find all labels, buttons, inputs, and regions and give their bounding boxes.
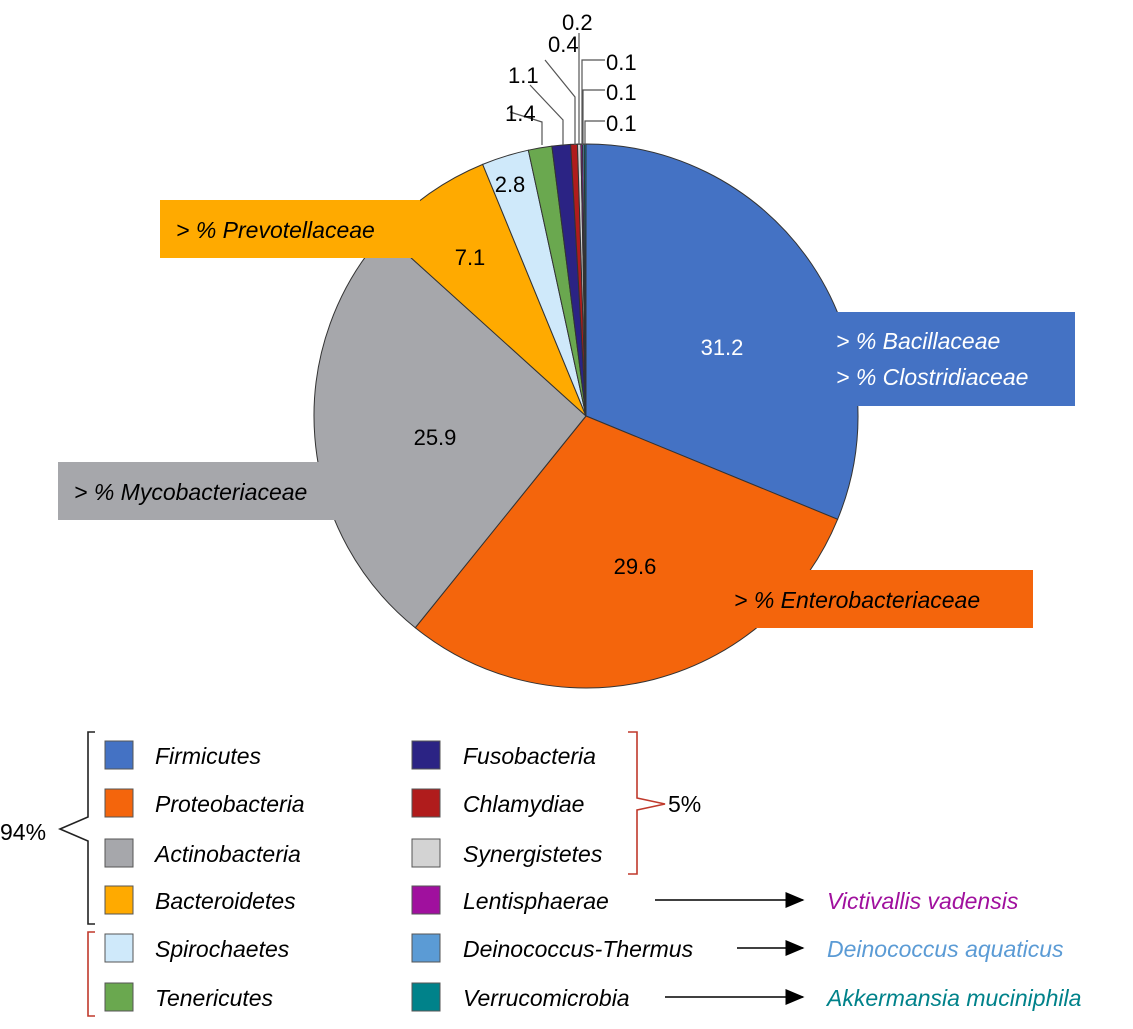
species-label: Akkermansia muciniphila: [825, 985, 1081, 1011]
legend-swatch: [411, 982, 441, 1012]
legend-swatch: [104, 838, 134, 868]
callout-text: > % Bacillaceae: [836, 328, 1000, 354]
data-label: 2.8: [495, 172, 526, 197]
leader-line: [509, 111, 543, 145]
leader-line: [581, 59, 605, 145]
group-label: 5%: [668, 791, 701, 817]
callout-box: [58, 462, 362, 520]
callout-text: > % Prevotellaceae: [176, 217, 375, 243]
data-label: 0.4: [548, 32, 579, 57]
legend-label: Synergistetes: [463, 841, 603, 867]
legend-label: Verrucomicrobia: [463, 985, 630, 1011]
callout-box: [718, 570, 1033, 628]
data-label: 0.1: [606, 80, 637, 105]
data-label: 1.1: [508, 63, 539, 88]
callout-text: > % Mycobacteriaceae: [74, 479, 307, 505]
legend-label: Proteobacteria: [155, 791, 305, 817]
legend-swatch: [411, 933, 441, 963]
legend-label: Fusobacteria: [463, 743, 596, 769]
leader-line: [544, 59, 576, 145]
data-label: 1.4: [505, 101, 536, 126]
legend-swatch: [104, 740, 134, 770]
callout-box: [820, 312, 1075, 406]
legend-swatch: [411, 885, 441, 915]
data-label: 25.9: [414, 425, 457, 450]
legend-label: Firmicutes: [155, 743, 262, 769]
legend-label: Lentisphaerae: [463, 888, 609, 914]
group-label: 94%: [0, 819, 46, 845]
data-label: 29.6: [614, 554, 657, 579]
data-label: 0.1: [606, 111, 637, 136]
species-label: Victivallis vadensis: [827, 888, 1019, 914]
legend-swatch: [104, 885, 134, 915]
legend-swatch: [104, 933, 134, 963]
legend-swatch: [104, 982, 134, 1012]
legend-label: Tenericutes: [155, 985, 274, 1011]
legend-label: Bacteroidetes: [155, 888, 296, 914]
legend-swatch: [411, 838, 441, 868]
bracket-5: [628, 731, 666, 875]
species-label: Deinococcus aquaticus: [827, 936, 1064, 962]
pie-slice-firmicutes: [585, 143, 859, 520]
legend-swatch: [104, 788, 134, 818]
legend-label: Spirochaetes: [155, 936, 290, 962]
bracket-94: [57, 731, 95, 925]
pie-slice-actinobacteria: [313, 232, 587, 629]
bracket-minor: [87, 931, 95, 1017]
leader-line: [582, 89, 605, 145]
callout-box: [160, 200, 420, 258]
leader-line: [584, 120, 605, 145]
legend-swatch: [411, 788, 441, 818]
leader-line: [529, 84, 564, 145]
legend-label: Chlamydiae: [463, 791, 584, 817]
data-label: 7.1: [455, 245, 486, 270]
legend-label: Actinobacteria: [153, 841, 301, 867]
data-label: 31.2: [701, 335, 744, 360]
data-label: 0.1: [606, 50, 637, 75]
callout-text: > % Enterobacteriaceae: [734, 587, 980, 613]
legend-label: Deinococcus-Thermus: [463, 936, 694, 962]
callout-text: > % Clostridiaceae: [836, 364, 1028, 390]
data-label: 0.2: [562, 10, 593, 35]
legend-swatch: [411, 740, 441, 770]
